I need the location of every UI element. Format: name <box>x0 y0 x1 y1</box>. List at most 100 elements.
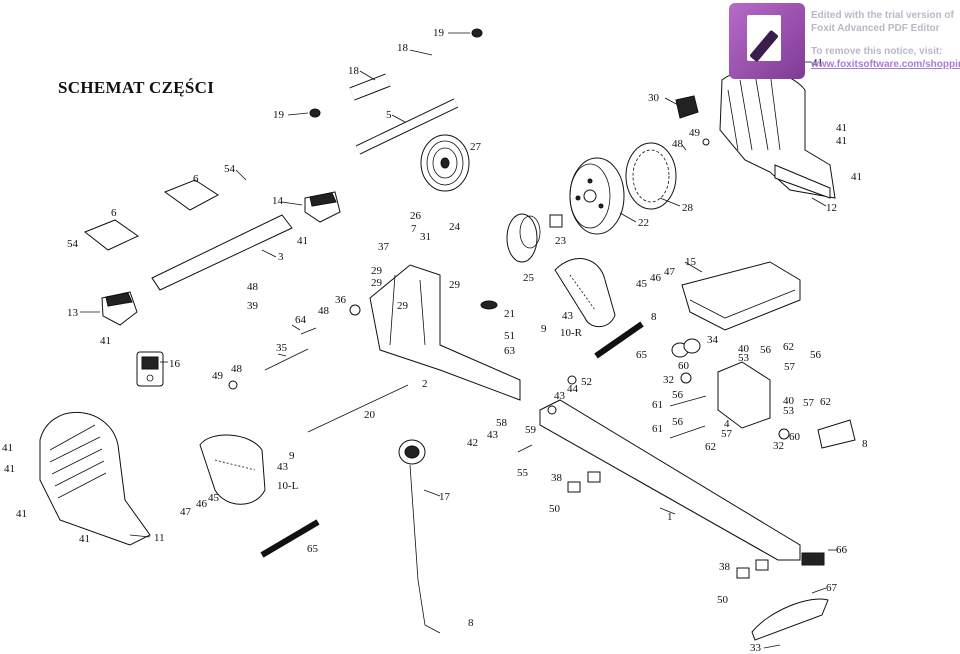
label-1: 1 <box>667 511 673 523</box>
label-11: 11 <box>154 532 165 544</box>
label-39: 39 <box>247 300 259 312</box>
label-46b: 46 <box>196 498 208 510</box>
part-tube-18-lower <box>349 73 391 101</box>
label-54a: 54 <box>224 163 236 175</box>
label-43d: 43 <box>277 461 289 473</box>
label-41d: 41 <box>851 171 862 183</box>
part-footrest-10-right <box>554 258 616 328</box>
part-endcap-14 <box>304 191 341 223</box>
part-endcap-13 <box>101 291 138 326</box>
label-48b: 48 <box>247 281 259 293</box>
diagram-title: SCHEMAT CZĘŚCI <box>58 78 215 97</box>
label-35: 35 <box>276 342 288 354</box>
part-bracket-34 <box>671 338 701 358</box>
watermark-link[interactable]: www.foxitsoftware.com/shopping <box>811 59 960 70</box>
label-41i: 41 <box>16 508 27 520</box>
part-main-rail-1 <box>539 399 801 561</box>
part-front-housing-12 <box>719 69 836 199</box>
label-12: 12 <box>826 202 837 214</box>
label-14: 14 <box>272 195 284 207</box>
part-rail-3 <box>151 214 293 291</box>
label-47b: 47 <box>180 506 192 518</box>
part-monitor-16 <box>136 351 164 387</box>
label-46a: 46 <box>650 272 662 284</box>
label-64: 64 <box>295 314 307 326</box>
label-27: 27 <box>470 141 482 153</box>
watermark-line1: Edited with the trial version of <box>811 10 954 21</box>
label-45a: 45 <box>636 278 648 290</box>
foxit-logo-icon <box>729 3 805 79</box>
part-tube-18-upper <box>407 46 449 72</box>
label-62c: 62 <box>705 441 716 453</box>
label-43c: 43 <box>487 429 499 441</box>
label-48c: 48 <box>318 305 330 317</box>
label-41c: 41 <box>836 135 847 147</box>
part-hub-23 <box>549 214 563 228</box>
label-56b: 56 <box>810 349 822 361</box>
label-56d: 56 <box>672 416 684 428</box>
label-49b: 49 <box>212 370 224 382</box>
part-labels: 19 18 18 19 5 27 30 49 48 41 41 41 41 12… <box>2 27 868 654</box>
label-31: 31 <box>420 231 431 243</box>
label-41j: 41 <box>79 533 90 545</box>
label-48a: 48 <box>672 138 684 150</box>
label-34: 34 <box>707 334 719 346</box>
label-63: 63 <box>504 345 516 357</box>
label-51: 51 <box>504 330 515 342</box>
label-25: 25 <box>523 272 535 284</box>
part-bracket-6-lower <box>84 219 139 251</box>
label-5: 5 <box>386 109 392 121</box>
part-bracket-6-upper <box>163 179 219 211</box>
part-wheel-25 <box>506 213 541 263</box>
part-case-4 <box>717 361 771 429</box>
part-seat-15 <box>681 261 801 331</box>
part-flywheel-22 <box>569 157 625 235</box>
label-8c: 8 <box>468 617 474 629</box>
label-24: 24 <box>449 221 461 233</box>
label-4: 4 <box>724 418 730 430</box>
label-13: 13 <box>67 307 79 319</box>
leader-lines <box>80 32 838 649</box>
label-8b: 8 <box>862 438 868 450</box>
label-41f: 41 <box>100 335 111 347</box>
label-33: 33 <box>750 642 762 654</box>
label-9a: 9 <box>541 323 547 335</box>
part-foot-67 <box>751 598 829 641</box>
part-bracket-30 <box>675 95 699 119</box>
label-29c: 29 <box>449 279 461 291</box>
label-18b: 18 <box>348 65 360 77</box>
label-53a: 53 <box>738 352 750 364</box>
label-56a: 56 <box>760 344 772 356</box>
label-45b: 45 <box>208 492 220 504</box>
part-frame-2 <box>369 264 521 401</box>
part-cap-19-left <box>309 108 321 118</box>
label-56c: 56 <box>672 389 684 401</box>
label-21: 21 <box>504 308 515 320</box>
label-41a: 41 <box>812 57 823 69</box>
small-parts <box>228 138 790 579</box>
label-32b: 32 <box>773 440 784 452</box>
label-10L: 10-L <box>277 480 299 492</box>
part-tube-5 <box>355 98 459 155</box>
label-40b: 40 <box>783 395 795 407</box>
part-end-bracket-8 <box>817 419 856 449</box>
label-23: 23 <box>555 235 567 247</box>
label-65b: 65 <box>307 543 319 555</box>
label-10R: 10-R <box>560 327 583 339</box>
label-54b: 54 <box>67 238 79 250</box>
label-41e: 41 <box>297 235 308 247</box>
label-47a: 47 <box>664 266 676 278</box>
label-38a: 38 <box>551 472 563 484</box>
label-19a: 19 <box>433 27 445 39</box>
label-6a: 6 <box>193 173 199 185</box>
part-cap-19-top <box>471 28 483 38</box>
label-3: 3 <box>278 251 284 263</box>
label-66: 66 <box>836 544 848 556</box>
label-61a: 61 <box>652 399 663 411</box>
label-57b: 57 <box>803 397 815 409</box>
label-6b: 6 <box>111 207 117 219</box>
label-50b: 50 <box>717 594 729 606</box>
label-16: 16 <box>169 358 181 370</box>
label-61b: 61 <box>652 423 663 435</box>
